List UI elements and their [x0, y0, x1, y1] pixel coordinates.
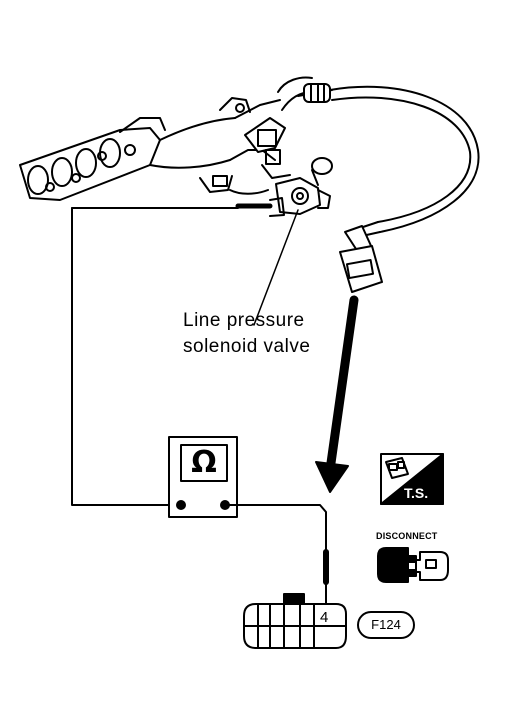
figure-code-badge — [357, 611, 415, 639]
ohmmeter-icon — [168, 436, 238, 518]
meter-lead-right — [224, 504, 327, 553]
disconnect-icon — [377, 547, 449, 583]
solenoid-lead — [71, 207, 239, 216]
pin-number: 4 — [320, 609, 329, 626]
callout-line-1: Line pressure — [183, 310, 305, 331]
callout-leader — [253, 209, 299, 326]
disconnect-label: DISCONNECT — [376, 531, 438, 541]
line-pressure-solenoid-valve — [269, 157, 333, 217]
callout-line-2: solenoid valve — [183, 336, 311, 357]
ts-icon — [380, 453, 444, 505]
ts-label: T.S. — [404, 485, 429, 501]
ohm-symbol: Ω — [191, 445, 217, 480]
figure-code: F124 — [371, 617, 401, 632]
valve-body-assembly — [19, 76, 313, 201]
direction-arrow — [315, 295, 359, 493]
vehicle-connector — [243, 593, 347, 649]
meter-lead-left — [71, 207, 181, 506]
harness-connector — [339, 245, 383, 293]
solenoid-callout: Line pressure solenoid valve — [183, 308, 310, 360]
harness-cable — [297, 83, 480, 253]
